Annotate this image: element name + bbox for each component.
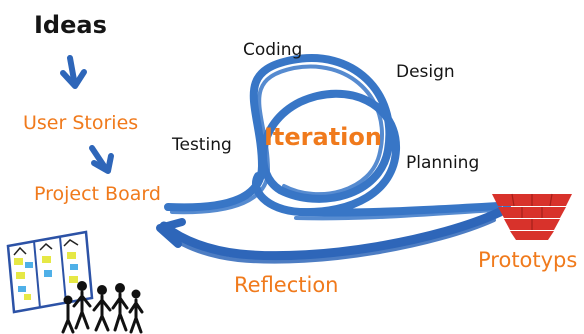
design-label: Design bbox=[396, 62, 455, 82]
project-board-label: Project Board bbox=[34, 183, 161, 205]
user-stories-label: User Stories bbox=[23, 112, 138, 134]
reflection-arrow bbox=[156, 207, 505, 264]
down-arrow-icon bbox=[60, 55, 87, 89]
people-icon bbox=[61, 281, 144, 334]
prototype-label: Prototyps bbox=[478, 248, 577, 272]
testing-label: Testing bbox=[171, 135, 232, 155]
down-arrow-icon bbox=[89, 145, 114, 174]
coding-label: Coding bbox=[243, 40, 302, 60]
planning-label: Planning bbox=[406, 153, 479, 173]
project-board-icon bbox=[6, 230, 94, 314]
prototype-stack-icon bbox=[492, 193, 572, 240]
reflection-label: Reflection bbox=[234, 273, 339, 297]
ideas-label: Ideas bbox=[34, 11, 107, 39]
iteration-label: Iteration bbox=[264, 123, 382, 151]
